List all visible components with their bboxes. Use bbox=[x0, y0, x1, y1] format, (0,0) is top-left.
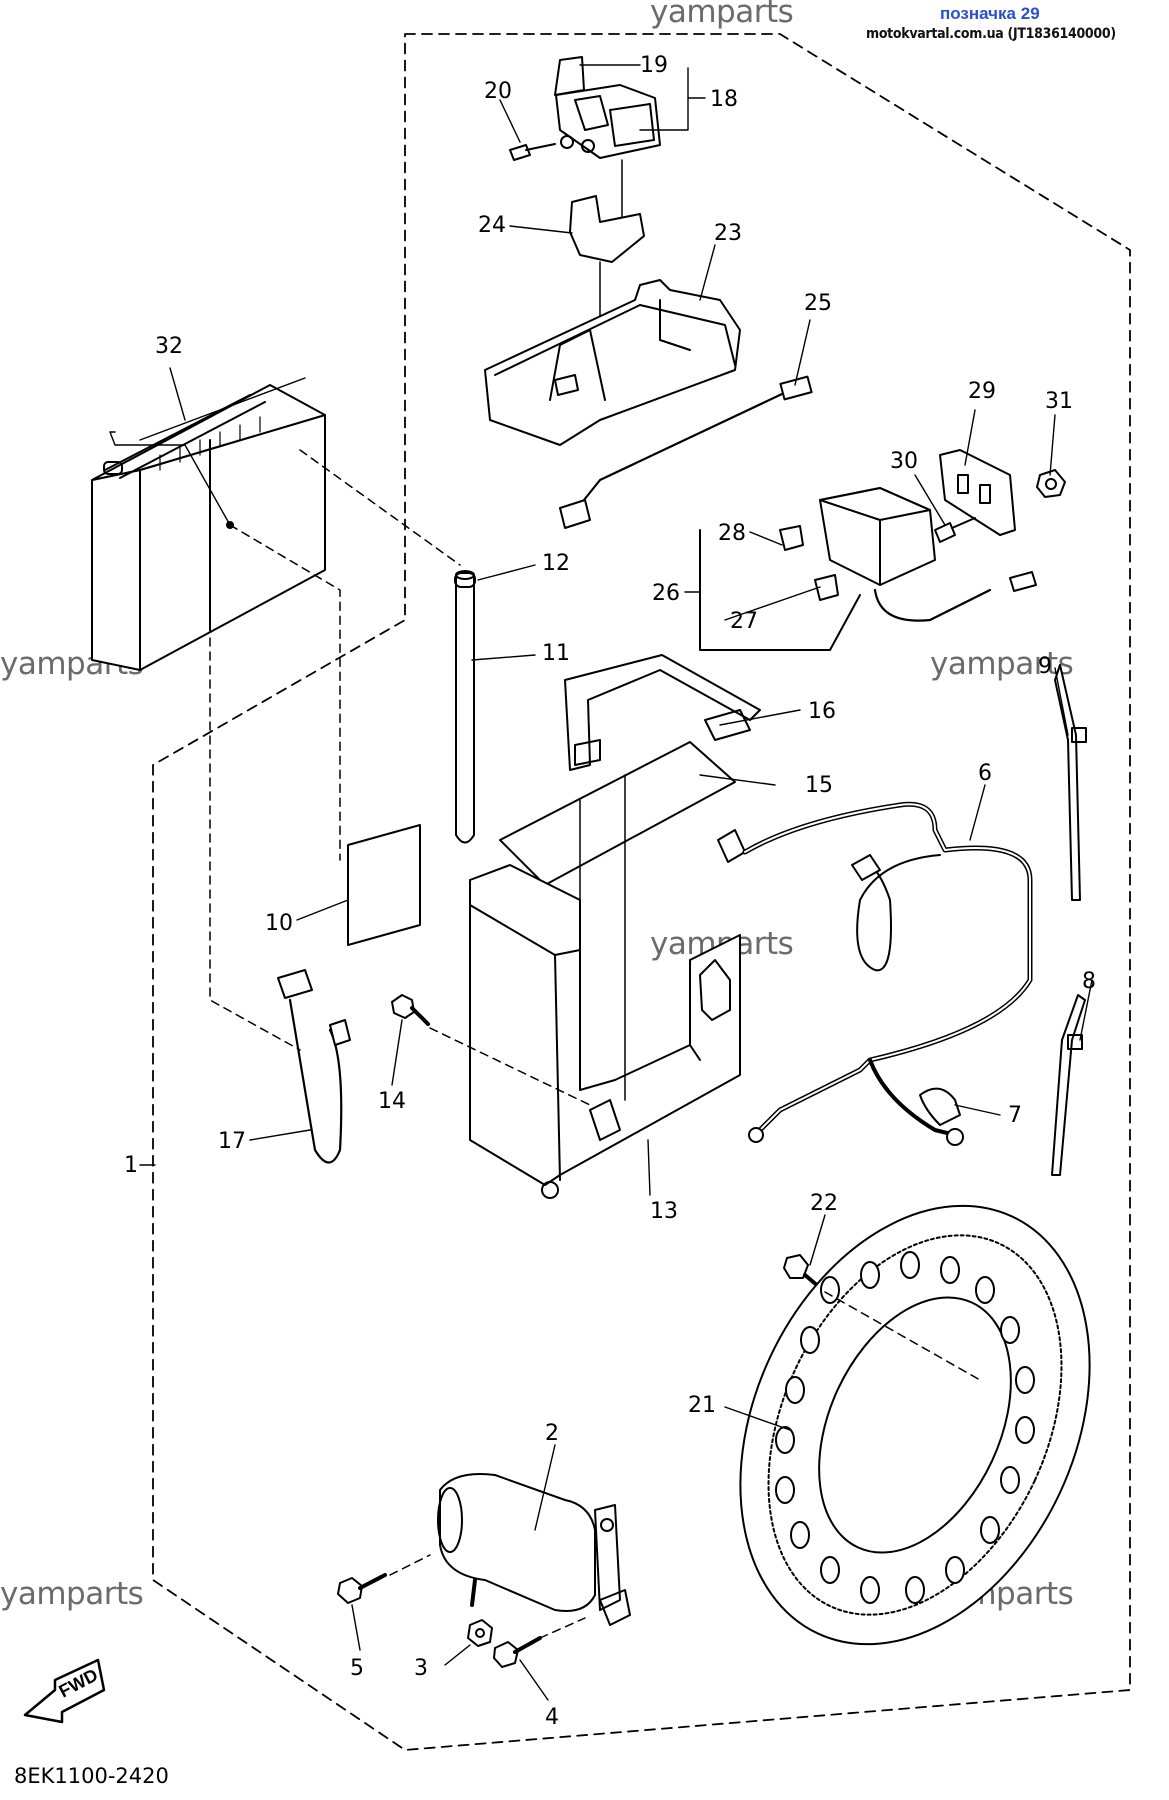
callout-16: 16 bbox=[808, 699, 836, 724]
callout-18: 18 bbox=[710, 87, 738, 112]
callout-1: 1 bbox=[124, 1153, 138, 1178]
watermark: yamparts bbox=[0, 1576, 144, 1612]
callout-31: 31 bbox=[1045, 389, 1073, 414]
callout-6: 6 bbox=[978, 761, 992, 786]
callout-13: 13 bbox=[650, 1199, 678, 1224]
callout-17: 17 bbox=[218, 1129, 246, 1154]
lead-wire bbox=[559, 375, 813, 529]
assembly-lines bbox=[209, 449, 981, 1639]
callout-19: 19 bbox=[640, 53, 668, 78]
callout-23: 23 bbox=[714, 221, 742, 246]
callout-14: 14 bbox=[378, 1089, 406, 1114]
breather-pipe bbox=[454, 570, 476, 844]
callout-5: 5 bbox=[350, 1656, 364, 1681]
starter-clutch-gear bbox=[739, 1204, 1091, 1646]
watermark: yamparts bbox=[650, 0, 794, 30]
callout-2: 2 bbox=[545, 1421, 559, 1446]
insulator-sheet bbox=[347, 824, 421, 946]
fwd-arrow: FWD bbox=[23, 1658, 106, 1724]
callout-11: 11 bbox=[542, 641, 570, 666]
fuse-bracket bbox=[934, 449, 1066, 543]
callout-8: 8 bbox=[1082, 969, 1096, 994]
fuse-box bbox=[699, 487, 1037, 651]
callout-7: 7 bbox=[1008, 1103, 1022, 1128]
callout-24: 24 bbox=[478, 213, 506, 238]
assembly-boundary bbox=[152, 33, 1131, 1751]
callout-26: 26 bbox=[652, 581, 680, 606]
callout-21: 21 bbox=[688, 1393, 716, 1418]
callout-labels: 1 2 3 4 5 6 7 8 9 10 11 12 13 14 15 16 1… bbox=[124, 53, 1096, 1730]
cable-clamp bbox=[919, 1087, 961, 1126]
callout-10: 10 bbox=[265, 911, 293, 936]
header-source: motokvartal.com.ua (JT1836140000) bbox=[866, 26, 1116, 42]
callout-30: 30 bbox=[890, 449, 918, 474]
bolt-5 bbox=[337, 1573, 387, 1604]
callout-27: 27 bbox=[730, 609, 758, 634]
callout-15: 15 bbox=[805, 773, 833, 798]
bolt-4 bbox=[493, 1636, 542, 1668]
battery bbox=[91, 377, 326, 671]
starter-motor bbox=[437, 1473, 631, 1626]
callout-28: 28 bbox=[718, 521, 746, 546]
callout-3: 3 bbox=[414, 1656, 428, 1681]
battery-case bbox=[469, 774, 741, 1199]
callout-29: 29 bbox=[968, 379, 996, 404]
leader-lines bbox=[109, 64, 1093, 1701]
callout-20: 20 bbox=[484, 79, 512, 104]
relay-cover bbox=[484, 279, 741, 446]
battery-lead bbox=[277, 969, 351, 1164]
callout-9: 9 bbox=[1038, 654, 1052, 679]
cable-tie-9 bbox=[1054, 664, 1087, 901]
watermark: yamparts bbox=[930, 646, 1074, 682]
relay-assembly bbox=[509, 56, 661, 226]
header-title: позначка 29 bbox=[940, 4, 1040, 23]
callout-4: 4 bbox=[545, 1705, 559, 1730]
nut-3 bbox=[467, 1619, 493, 1647]
starter-cable bbox=[717, 801, 1033, 1146]
callout-22: 22 bbox=[810, 1191, 838, 1216]
callout-32: 32 bbox=[155, 334, 183, 359]
battery-cover-sheet bbox=[499, 741, 736, 886]
cable-tie-8 bbox=[1051, 994, 1086, 1176]
relay-bracket bbox=[569, 195, 645, 321]
callout-12: 12 bbox=[542, 551, 570, 576]
diagram-code: 8EK1100-2420 bbox=[14, 1764, 169, 1788]
bolt-14 bbox=[391, 994, 430, 1026]
battery-band bbox=[564, 654, 761, 771]
bolt-22 bbox=[783, 1254, 827, 1294]
callout-25: 25 bbox=[804, 291, 832, 316]
